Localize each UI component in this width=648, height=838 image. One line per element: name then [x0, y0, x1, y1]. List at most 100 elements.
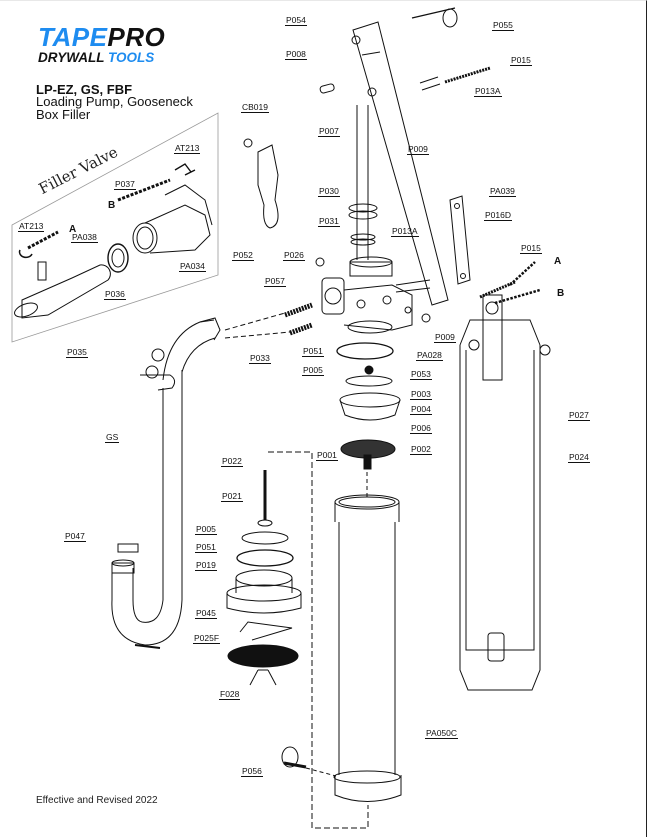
- part-label-pa050c: PA050C: [425, 728, 459, 739]
- valve-cup-p003: [339, 392, 401, 421]
- part-label-p007: P007: [318, 126, 340, 137]
- part-label-p009: P009: [434, 332, 456, 343]
- pin-p056: [283, 761, 307, 769]
- connector-letter-b-left: B: [108, 200, 116, 211]
- dash-line-tube-loop: [268, 451, 369, 829]
- connector-letter-b-right: B: [557, 288, 565, 299]
- chain-right-a: [509, 261, 536, 286]
- stud-p033-upper: [284, 302, 313, 318]
- pump-body-pa028: [321, 256, 413, 334]
- brand-wordmark: TAPEPRO: [38, 22, 166, 52]
- part-label-pa038: PA038: [71, 232, 98, 243]
- foot-stand-p024: [459, 294, 551, 691]
- part-label-p025f: P025F: [193, 633, 221, 644]
- part-label-p008: P008: [285, 49, 307, 60]
- bolt-p026: [315, 257, 325, 267]
- part-label-p015: P015: [520, 243, 542, 254]
- part-label-f028: F028: [219, 689, 241, 700]
- part-label-p054: P054: [285, 15, 307, 26]
- ring-p055: [442, 8, 458, 28]
- ring-p056: [281, 746, 299, 768]
- part-label-p026: P026: [283, 250, 305, 261]
- part-label-p005: P005: [195, 524, 217, 535]
- part-label-p030: P030: [318, 186, 340, 197]
- tube-pa050c: [333, 494, 402, 802]
- part-label-p027: P027: [568, 410, 590, 421]
- part-label-p002: P002: [410, 444, 432, 455]
- part-label-p045: P045: [195, 608, 217, 619]
- part-label-p036: P036: [104, 289, 126, 300]
- pin-p008: [319, 83, 335, 94]
- part-label-pa039: PA039: [489, 186, 516, 197]
- filler-valve-at213-clip-left: [18, 249, 33, 259]
- part-label-p016d: P016D: [484, 210, 512, 221]
- filler-valve-p036-washer: [107, 243, 129, 273]
- footer-revision-note: Effective and Revised 2022: [36, 795, 158, 806]
- washer-p021: [257, 519, 273, 527]
- filler-valve-at213-clip-right: [174, 163, 196, 176]
- part-label-p024: P024: [568, 452, 590, 463]
- nut-p009: [421, 313, 431, 323]
- connector-letter-a-left: A: [69, 224, 77, 235]
- part-label-at213: AT213: [18, 221, 45, 232]
- part-label-p021: P021: [221, 491, 243, 502]
- part-label-pa034: PA034: [179, 261, 206, 272]
- pin-p013a-top: [419, 76, 441, 91]
- oring-p051-lower: [236, 549, 294, 567]
- hanger-p052: [257, 144, 279, 229]
- part-label-p003: P003: [410, 389, 432, 400]
- part-label-gs: GS: [105, 432, 120, 443]
- part-label-p057: P057: [264, 276, 286, 287]
- part-label-pa028: PA028: [416, 350, 443, 361]
- part-label-p055: P055: [492, 20, 514, 31]
- part-label-p005: P005: [302, 365, 324, 376]
- model-numbers: LP-EZ, GS, FBF: [36, 82, 133, 97]
- filler-head-p019: [226, 569, 302, 614]
- dash-line-gooseneck-to-body: [224, 312, 291, 339]
- part-label-p031: P031: [318, 216, 340, 227]
- part-label-p009: P009: [407, 144, 429, 155]
- description-line-2: Box Filler: [36, 107, 91, 122]
- part-label-at213: AT213: [174, 143, 201, 154]
- gooseneck-gs: [111, 317, 221, 649]
- part-label-p051: P051: [302, 346, 324, 357]
- part-label-p035: P035: [66, 347, 88, 358]
- washer-p005-lower: [241, 531, 289, 545]
- filler-valve-chain-a: [27, 230, 59, 250]
- link-pa039: [449, 195, 471, 285]
- washer-p005-upper: [345, 375, 393, 387]
- part-label-p037: P037: [114, 179, 136, 190]
- part-label-p053: P053: [410, 369, 432, 380]
- spring-p015-top: [444, 66, 491, 84]
- part-label-p013a: P013A: [474, 86, 502, 97]
- part-label-p015: P015: [510, 55, 532, 66]
- spring-wire-p045: [239, 621, 293, 641]
- filler-valve-pa038: [14, 261, 111, 319]
- part-label-p052: P052: [232, 250, 254, 261]
- filler-valve-p037-chain: [117, 178, 171, 202]
- screw-cb019: [243, 138, 253, 148]
- pin-p013a-left: [395, 279, 431, 293]
- seal-p030: [348, 203, 378, 220]
- filler-valve-pa034-body: [132, 184, 213, 254]
- part-label-p013a: P013A: [391, 226, 419, 237]
- part-label-p051: P051: [195, 542, 217, 553]
- part-label-p056: P056: [241, 766, 263, 777]
- filler-valve-inset-panel: [11, 112, 219, 343]
- part-label-p004: P004: [410, 404, 432, 415]
- pump-handle-lever: [351, 21, 449, 306]
- piston-rod-p007: [356, 105, 369, 260]
- connector-letter-a-right: A: [554, 256, 562, 267]
- screen-p025f: [227, 644, 299, 668]
- nut-p053: [364, 365, 374, 375]
- part-label-p033: P033: [249, 353, 271, 364]
- part-label-p006: P006: [410, 423, 432, 434]
- part-label-cb019: CB019: [241, 102, 269, 113]
- description-line-1: Loading Pump, Gooseneck: [36, 94, 193, 109]
- oring-p051-upper: [336, 342, 394, 360]
- stud-p033-lower: [289, 322, 313, 336]
- part-label-p019: P019: [195, 560, 217, 571]
- brand-tagline: DRYWALL TOOLS: [38, 50, 155, 65]
